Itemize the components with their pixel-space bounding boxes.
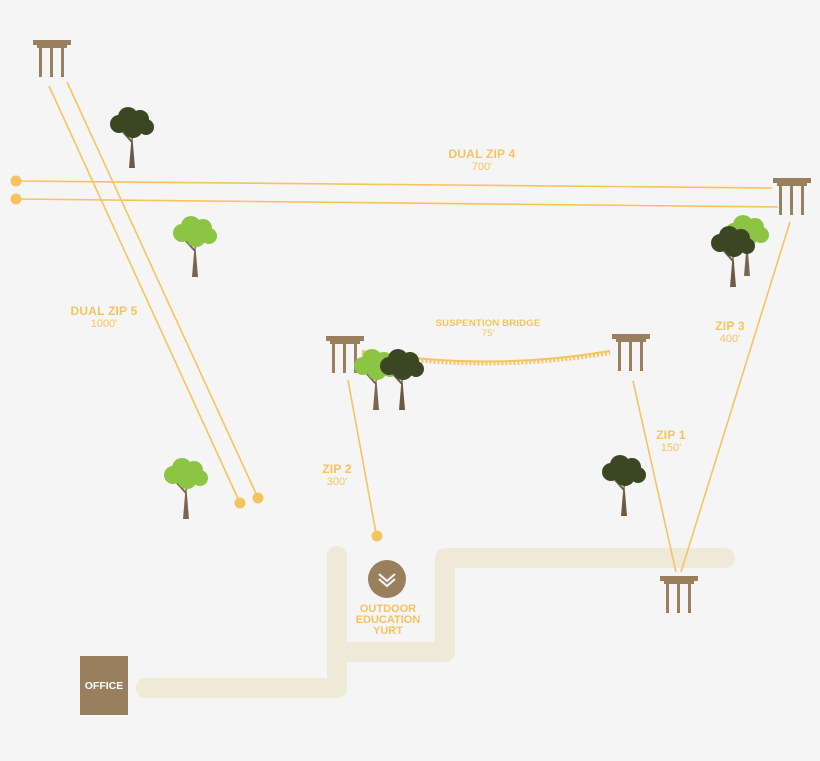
endpoint-dot-icon — [10, 175, 22, 187]
endpoint-dot-icon — [252, 492, 264, 504]
zip-name: ZIP 3 — [715, 319, 745, 333]
zip-name: ZIP 2 — [322, 462, 352, 476]
zip-1-label: ZIP 1 150' — [641, 428, 701, 455]
tree-icon — [601, 454, 647, 517]
tree-icon — [163, 457, 209, 520]
zip-2-label: ZIP 2 300' — [307, 462, 367, 489]
bridge-label: SUSPENTION BRIDGE 75' — [418, 318, 558, 340]
zip-3-label: ZIP 3 400' — [700, 319, 760, 346]
bridge-distance: 75' — [481, 328, 495, 340]
chevron-down-icon — [378, 573, 396, 588]
zip-distance: 400' — [719, 333, 741, 346]
zip-name: DUAL ZIP 5 — [70, 304, 138, 318]
office-building: OFFICE — [80, 656, 128, 715]
zip-name: ZIP 1 — [656, 428, 686, 442]
tree-icon — [109, 106, 155, 169]
zip-distance: 1000' — [90, 318, 118, 331]
zip-name: DUAL ZIP 4 — [448, 147, 516, 161]
zip-distance: 150' — [660, 442, 682, 455]
yurt-label: OUTDOOR EDUCATION YURT — [338, 604, 438, 637]
yurt-label-line: OUTDOOR — [359, 603, 417, 615]
zip-distance: 700' — [471, 161, 493, 174]
tree-icon — [379, 348, 425, 411]
platform-icon — [612, 334, 650, 371]
dual-zip-4-label: DUAL ZIP 4 700' — [432, 147, 532, 174]
tree-icon — [710, 225, 756, 288]
zip-distance: 300' — [326, 476, 348, 489]
endpoint-dot-icon — [371, 530, 383, 542]
platform-icon — [773, 178, 811, 215]
platform-icon — [33, 40, 71, 77]
zip-3-line — [680, 221, 791, 573]
tree-icon — [172, 215, 218, 278]
bridge-name: SUSPENTION BRIDGE — [435, 318, 541, 329]
zip-1-line — [632, 380, 677, 573]
office-label: OFFICE — [84, 679, 124, 692]
dual-zip-5-line — [48, 81, 259, 504]
dual-zip-5-label: DUAL ZIP 5 1000' — [54, 304, 154, 331]
yurt-label-line: YURT — [373, 625, 403, 637]
platform-icon — [660, 576, 698, 613]
yurt-label-line: EDUCATION — [355, 614, 421, 626]
dual-zip-4-line — [15, 180, 779, 208]
endpoint-dot-icon — [10, 193, 22, 205]
yurt-marker — [368, 560, 406, 598]
walking-path — [136, 546, 735, 698]
zip-2-line — [347, 379, 377, 534]
endpoint-dot-icon — [234, 497, 246, 509]
